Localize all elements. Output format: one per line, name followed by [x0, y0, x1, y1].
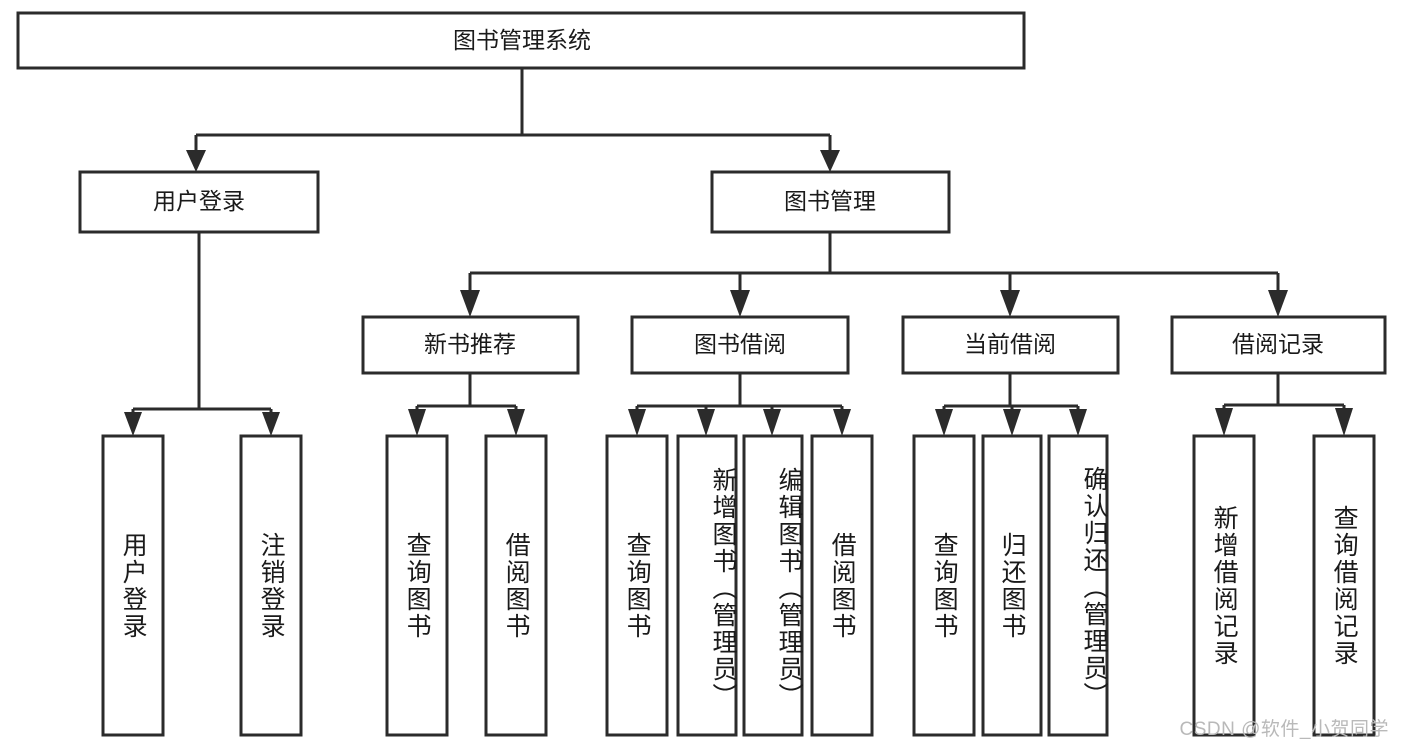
arrow-ul-to-leaf-1 — [262, 412, 280, 436]
node-book-management[interactable]: 图书管理 — [710, 170, 951, 234]
arrow-br-to-leaf-1 — [1335, 408, 1353, 436]
arrow-bm-to-borrow-record — [1268, 290, 1288, 317]
arrow-root-to-user-login — [186, 150, 206, 172]
arrow-ul-to-leaf-0 — [124, 412, 142, 436]
node-new-book-recommend-box[interactable] — [361, 315, 580, 375]
node-root-book-management-system[interactable]: 图书管理系统 — [16, 11, 1026, 70]
arrow-bb-to-leaf-2 — [763, 409, 781, 436]
leaf-box-current-borrow-0[interactable] — [912, 434, 976, 737]
connector-group-borrow-record — [1215, 373, 1353, 436]
arrow-nb-to-leaf-0 — [408, 409, 426, 436]
leaf-box-user-login-0[interactable] — [101, 434, 165, 737]
leaf-box-user-login-1[interactable] — [239, 434, 303, 737]
connector-group-new-book — [408, 373, 525, 436]
arrow-root-to-book-manage — [820, 150, 840, 172]
node-new-book-recommend[interactable]: 新书推荐 — [361, 315, 580, 375]
arrow-bm-to-current-borrow — [1000, 290, 1020, 317]
arrow-bm-to-book-borrow — [730, 290, 750, 317]
arrow-bm-to-new-book — [460, 290, 480, 317]
leaf-box-new-book-1[interactable] — [484, 434, 548, 737]
arrow-cb-to-leaf-2 — [1069, 409, 1087, 436]
arrow-bb-to-leaf-0 — [628, 409, 646, 436]
arrow-br-to-leaf-0 — [1215, 408, 1233, 436]
node-new-book-recommend-label: 新书推荐 — [424, 331, 516, 357]
leaf-box-new-book-0[interactable] — [385, 434, 449, 737]
arrow-cb-to-leaf-0 — [935, 409, 953, 436]
node-user-login-label: 用户登录 — [153, 188, 245, 214]
node-borrow-record-label: 借阅记录 — [1232, 331, 1324, 357]
connector-group-book-manage — [460, 233, 1288, 317]
node-current-borrow-label: 当前借阅 — [964, 331, 1056, 357]
arrow-nb-to-leaf-1 — [507, 409, 525, 436]
leaf-box-book-borrow-3[interactable] — [810, 434, 874, 737]
leaf-box-book-borrow-1[interactable] — [676, 434, 738, 737]
node-book-borrow-box[interactable] — [630, 315, 850, 375]
node-user-login-box[interactable] — [78, 170, 320, 234]
leaf-box-borrow-record-1[interactable] — [1312, 434, 1376, 737]
node-borrow-record[interactable]: 借阅记录 — [1170, 315, 1387, 375]
arrow-bb-to-leaf-1 — [697, 409, 715, 436]
arrow-bb-to-leaf-3 — [833, 409, 851, 436]
leaf-box-book-borrow-0[interactable] — [605, 434, 669, 737]
node-borrow-record-box[interactable] — [1170, 315, 1387, 375]
csdn-watermark: CSDN @软件_小贺同学 — [1179, 719, 1389, 740]
leaf-box-borrow-record-0[interactable] — [1192, 434, 1256, 737]
leaf-box-current-borrow-1[interactable] — [981, 434, 1043, 737]
connector-group-user-login — [124, 233, 280, 436]
leaf-box-current-borrow-2[interactable] — [1047, 434, 1109, 737]
node-book-management-label: 图书管理 — [784, 188, 876, 214]
connector-group-current-borrow — [935, 373, 1087, 436]
connector-group-root — [186, 68, 840, 172]
node-current-borrow[interactable]: 当前借阅 — [901, 315, 1120, 375]
node-book-management-box[interactable] — [710, 170, 951, 234]
leaf-box-book-borrow-2[interactable] — [742, 434, 804, 737]
arrow-cb-to-leaf-1 — [1003, 409, 1021, 436]
node-current-borrow-box[interactable] — [901, 315, 1120, 375]
node-root-box[interactable] — [16, 11, 1026, 70]
node-book-borrow[interactable]: 图书借阅 — [630, 315, 850, 375]
node-book-borrow-label: 图书借阅 — [694, 331, 786, 357]
connector-group-book-borrow — [628, 373, 851, 436]
node-user-login[interactable]: 用户登录 — [78, 170, 320, 234]
node-root-label: 图书管理系统 — [453, 27, 591, 53]
